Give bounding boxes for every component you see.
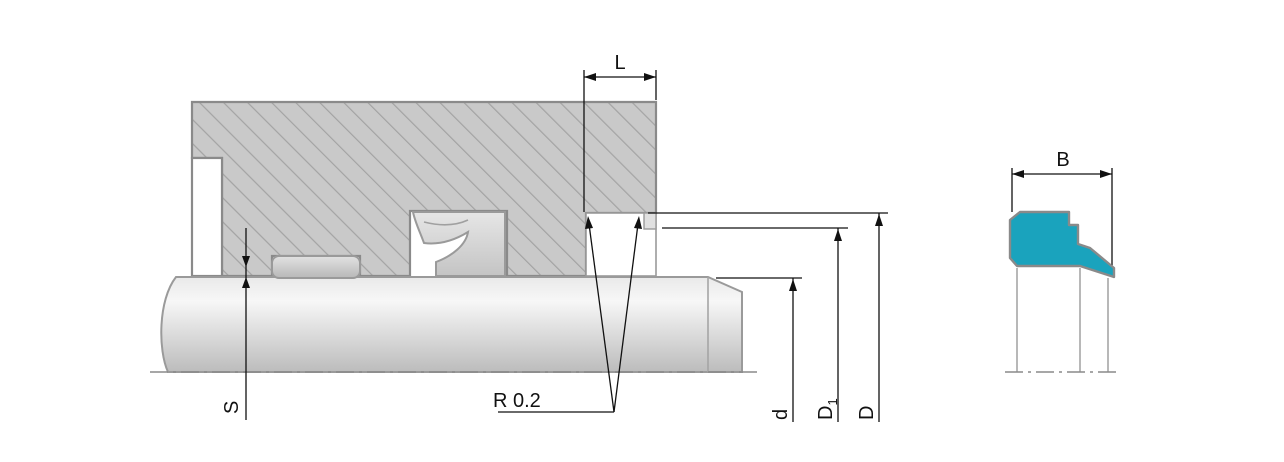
label-S: S [221, 401, 243, 414]
label-D1: D1 [815, 398, 840, 420]
guide-ring [271, 255, 361, 279]
label-L: L [614, 52, 625, 74]
label-B: B [1056, 149, 1069, 171]
rod-body [160, 276, 743, 373]
dimension-d: d [716, 277, 802, 422]
dimension-L: L [583, 52, 657, 212]
groove-inner-step [643, 212, 657, 230]
dimension-S: S [221, 228, 250, 420]
rod [150, 276, 760, 373]
installed-seal [411, 211, 506, 277]
installed-seal-lip [423, 219, 469, 226]
seal-detail-view: B [1005, 149, 1120, 373]
label-R: R 0.2 [493, 390, 541, 412]
dimension-D: D [648, 212, 888, 422]
housing-bore-clearance [190, 156, 224, 278]
installed-seal-body [411, 211, 506, 277]
housing-section [190, 100, 658, 278]
label-D: D [856, 406, 878, 420]
dimension-D1: D1 [662, 227, 848, 422]
dimension-R: R 0.2 [493, 216, 642, 413]
seal-profile [1008, 210, 1116, 279]
label-d: d [770, 409, 792, 420]
